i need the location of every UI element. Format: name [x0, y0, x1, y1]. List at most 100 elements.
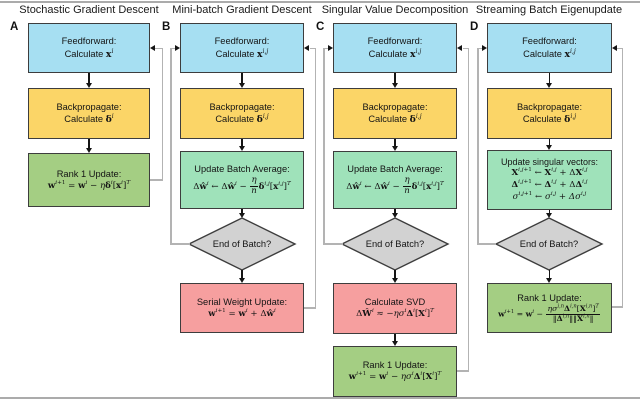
c-feedback-segment-top: [462, 47, 468, 49]
a-arrow-1-head: [85, 82, 92, 88]
b-serial-update-title: Serial Weight Update:: [196, 296, 288, 307]
c-feedforward-title: Feedforward:: [367, 36, 423, 47]
d-arrow-2-line: [548, 139, 551, 145]
d-end-of-batch-text: End of Batch?: [519, 239, 579, 249]
c-batch-average-title: Update Batch Average:: [347, 164, 443, 175]
b-serial-update-box: Serial Weight Update: wi+1 = wi + Δŵi: [180, 283, 304, 333]
c-backpropagate-title: Backpropagate:: [362, 101, 428, 112]
d-update-sv-title: Update singular vectors:: [500, 156, 599, 167]
c-no-loop-segment-top: [324, 47, 328, 49]
panel-b-title: Mini-batch Gradient Descent: [172, 4, 312, 16]
panel-a-title: Stochastic Gradient Descent: [19, 4, 159, 16]
panel-d-label: D: [470, 21, 479, 33]
a-feedforward-title: Feedforward:: [61, 36, 117, 47]
d-rank1-title: Rank 1 Update:: [517, 293, 582, 303]
c-calculate-svd-box: Calculate SVD ΔŴi ≈ −ησiΔi[Xi]T: [333, 283, 457, 334]
b-arrow-3-head: [238, 212, 245, 218]
a-arrow-2-line: [88, 139, 90, 148]
c-arrow-1-line: [394, 73, 396, 83]
c-feedforward-body: Calculate xi,j: [368, 47, 422, 60]
d-no-loop-arrowhead: [481, 44, 487, 51]
d-no-loop-segment-top: [478, 47, 482, 49]
d-arrow-4-head: [546, 277, 552, 283]
a-feedforward-box: Feedforward: Calculate xi: [28, 23, 150, 73]
d-arrow-3-head: [546, 212, 552, 218]
b-feedback-segment-bottom: [304, 307, 316, 309]
d-arrow-1-head: [546, 82, 552, 88]
d-update-sv-eq2: Δi,j+1 ← Δi,j + ΔΔi,j: [511, 179, 588, 191]
d-feedback-segment-vertical: [621, 47, 623, 308]
b-backpropagate-box: Backpropagate: Calculate δi,j: [180, 88, 304, 139]
b-arrow-4-line: [241, 270, 243, 278]
b-feedforward-title: Feedforward:: [214, 36, 270, 47]
c-rank1-update-box: Rank 1 Update: wi+1 = wi − ησiΔi[Xi]T: [333, 346, 457, 397]
d-feedback-segment-top: [616, 47, 622, 49]
a-loop-arrowhead: [150, 44, 155, 51]
b-arrow-4-head: [238, 277, 245, 283]
a-rank1-update-box: Rank 1 Update: wi+1 = wi − ηδi[xi]T: [28, 153, 150, 207]
d-no-loop-segment-vertical: [477, 47, 479, 245]
d-rank1-equation: wi+1 = wi − ησi,nΔi,n[Xi,n]T‖Δi,n‖‖Xi,n‖: [498, 303, 600, 324]
c-rank1-title: Rank 1 Update:: [362, 360, 428, 371]
d-feedforward-box: Feedforward: Calculate xi,j: [487, 23, 612, 73]
b-backpropagate-title: Backpropagate:: [209, 101, 275, 112]
b-serial-update-equation: wi+1 = wi + Δŵi: [208, 307, 276, 319]
a-arrow-2-head: [85, 147, 92, 153]
b-arrow-1-head: [238, 82, 245, 88]
c-end-of-batch-text: End of Batch?: [365, 239, 425, 249]
b-feedback-segment-vertical: [314, 47, 316, 309]
panel-c-label: C: [316, 21, 325, 33]
d-arrow-3-line: [548, 210, 551, 213]
d-backpropagate-title: Backpropagate:: [516, 101, 583, 112]
b-batch-average-title: Update Batch Average:: [194, 164, 290, 175]
d-update-singular-vectors-box: Update singular vectors: Xi,j+1 ← Xi,j +…: [487, 150, 612, 210]
a-backpropagate-box: Backpropagate: Calculate δi: [28, 88, 150, 139]
d-backpropagate-body: Calculate δi,j: [522, 112, 577, 125]
d-feedback-arrowhead: [612, 44, 617, 51]
a-backpropagate-body: Calculate δi: [64, 112, 114, 125]
d-backpropagate-box: Backpropagate: Calculate δi,j: [487, 88, 612, 139]
a-arrow-1-line: [88, 73, 90, 83]
d-arrow-1-line: [548, 73, 551, 83]
c-no-loop-arrowhead: [327, 44, 333, 51]
figure-top-border: [0, 1, 640, 3]
panel-d-title: Streaming Batch Eigenupdate: [475, 4, 623, 16]
c-calculate-svd-title: Calculate SVD: [364, 297, 426, 308]
b-arrow-3-line: [241, 209, 243, 213]
a-loop-segment-vertical: [161, 47, 163, 181]
b-feedforward-box: Feedforward: Calculate xi,j: [180, 23, 304, 73]
b-feedback-segment-top: [309, 47, 316, 49]
panel-a-label: A: [10, 21, 19, 33]
c-feedback-arrowhead: [457, 44, 462, 51]
c-backpropagate-box: Backpropagate: Calculate δi,j: [333, 88, 457, 139]
d-feedforward-body: Calculate xi,j: [523, 47, 576, 60]
c-arrow-3-head: [391, 212, 398, 218]
a-loop-segment-top: [155, 47, 163, 49]
c-no-loop-segment-bottom: [323, 243, 343, 245]
b-feedback-arrowhead: [304, 44, 309, 51]
b-arrow-1-line: [241, 73, 243, 83]
c-rank1-equation: wi+1 = wi − ησiΔi[Xi]T: [348, 371, 442, 383]
b-arrow-2-head: [238, 145, 245, 151]
c-arrow-2-line: [394, 139, 396, 146]
a-feedforward-body: Calculate xi: [64, 47, 114, 60]
d-no-loop-segment-bottom: [477, 243, 496, 245]
c-feedback-segment-vertical: [467, 47, 469, 372]
c-backpropagate-body: Calculate δi,j: [368, 112, 422, 125]
d-arrow-4-line: [548, 270, 551, 278]
a-rank1-title: Rank 1 Update:: [56, 168, 122, 179]
d-update-sv-eq3: σi,j+1 ← σi,j + Δσi,j: [512, 190, 587, 202]
a-loop-segment-bottom: [150, 179, 163, 181]
c-arrow-5-line: [394, 334, 396, 341]
figure-bottom-border: [0, 397, 640, 399]
b-no-loop-segment-vertical: [170, 47, 172, 245]
b-backpropagate-body: Calculate δi,j: [215, 112, 269, 125]
c-feedforward-box: Feedforward: Calculate xi,j: [333, 23, 457, 73]
c-arrow-1-head: [391, 82, 398, 88]
b-feedforward-body: Calculate xi,j: [215, 47, 269, 60]
d-update-sv-eq1: Xi,j+1 ← Xi,j + ΔXi,j: [511, 167, 588, 179]
